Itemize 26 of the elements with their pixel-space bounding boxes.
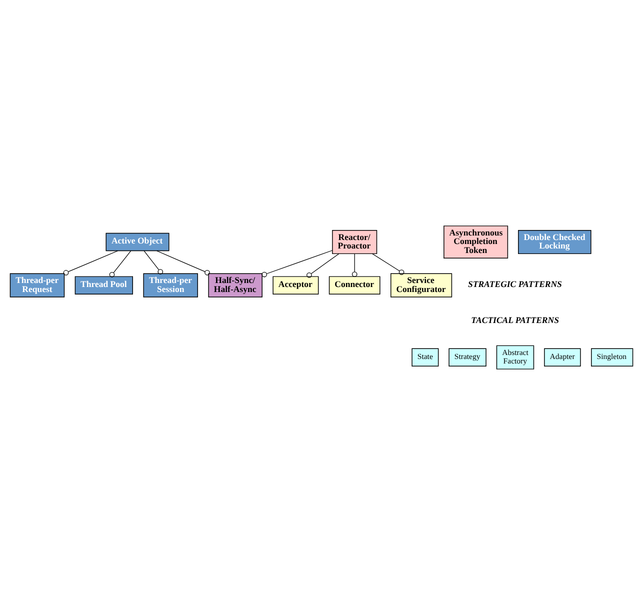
node-box: Connector: [328, 276, 380, 294]
node-box: Adapter: [544, 348, 581, 366]
connector: [306, 252, 340, 278]
connector: [63, 250, 118, 275]
node-box: Abstract Factory: [496, 344, 534, 369]
label: STRATEGIC PATTERNS: [468, 278, 562, 288]
node-box: Asynchronous Completion Token: [444, 225, 508, 258]
node-box: Singleton: [591, 348, 634, 366]
connector: [262, 250, 333, 277]
node-box: Reactor/ Proactor: [332, 229, 378, 254]
connector: [372, 252, 404, 274]
node-box: Active Object: [106, 232, 170, 251]
node-box: Thread Pool: [74, 276, 133, 294]
node-box: Strategy: [448, 348, 486, 366]
node-box: Thread-per Session: [143, 272, 198, 297]
connector: [352, 253, 358, 276]
node-box: Acceptor: [272, 276, 319, 294]
node-box: Half-Sync/ Half-Async: [208, 272, 262, 297]
node-box: Double Checked Locking: [518, 229, 592, 254]
connector: [156, 250, 210, 275]
node-box: Thread-per Request: [10, 272, 65, 297]
node-box: State: [412, 348, 439, 366]
connector: [144, 250, 164, 274]
node-box: Service Configurator: [390, 272, 452, 297]
connector: [109, 250, 132, 277]
label: TACTICAL PATTERNS: [471, 314, 559, 325]
